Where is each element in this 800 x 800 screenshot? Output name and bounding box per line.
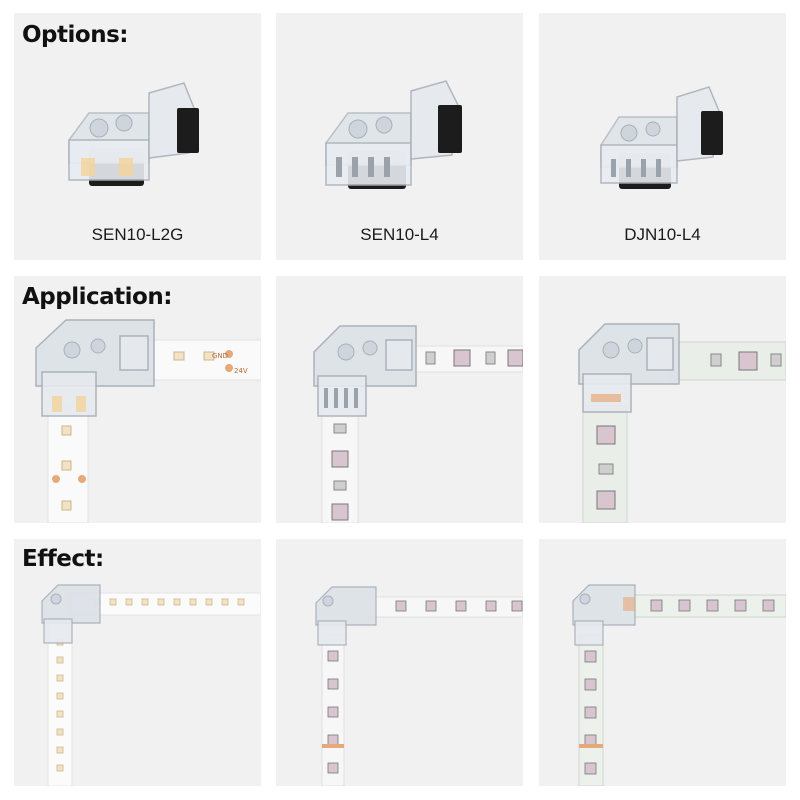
option-sen10-l4: SEN10-L4 (276, 13, 523, 260)
effect-section-title: Effect: (22, 546, 104, 572)
option-sen10-l2g: SEN10-L2G (14, 13, 261, 260)
option-label: SEN10-L2G (91, 225, 184, 244)
option-djn10-l4: DJN10-L4 (539, 13, 786, 260)
connector-photo (600, 86, 723, 189)
effect-photo-rgb (276, 539, 523, 786)
application-photo-rgb (276, 276, 523, 523)
strip-effect-photo (572, 584, 786, 786)
strip-mark-24v: 24V (234, 367, 248, 375)
strip-connector-photo (578, 323, 786, 523)
effect-photo-warm-white (14, 539, 261, 786)
option-label: DJN10-L4 (624, 225, 701, 244)
connector-photo (325, 80, 462, 189)
effect-photo-waterproof (539, 539, 786, 786)
strip-effect-photo (41, 584, 261, 786)
strip-mark-gnd: GND (212, 352, 228, 360)
options-section-title: Options: (22, 22, 128, 48)
application-photo-waterproof (539, 276, 786, 523)
strip-effect-photo (315, 586, 523, 786)
connector-photo (68, 82, 199, 186)
application-photo-warm-white: GND 24V (14, 276, 261, 523)
strip-connector-photo (313, 325, 523, 523)
application-section-title: Application: (22, 284, 172, 310)
option-label: SEN10-L4 (360, 225, 439, 244)
strip-connector-photo: GND 24V (35, 319, 261, 523)
